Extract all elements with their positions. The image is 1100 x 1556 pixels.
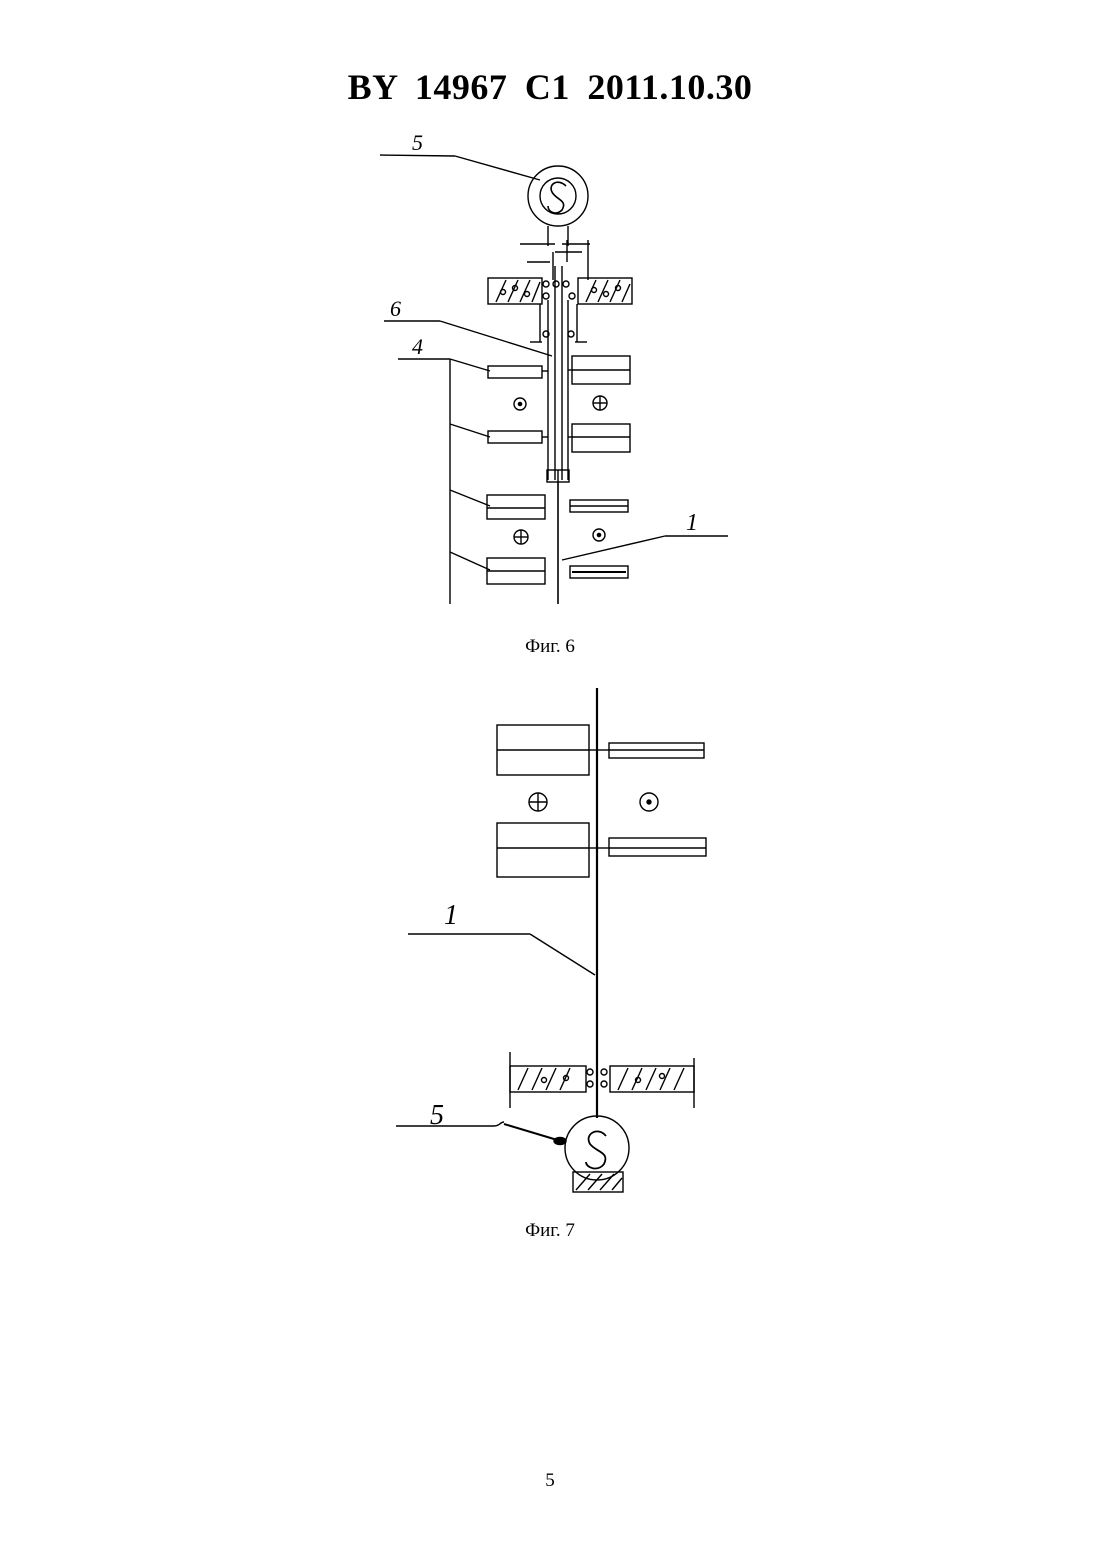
page-number: 5 xyxy=(0,1470,1100,1492)
coil-5-fig7 xyxy=(565,1116,629,1192)
floor-slab-fig7 xyxy=(510,1052,694,1108)
label-1-fig7: 1 xyxy=(444,900,458,931)
figure-7-caption: Фиг. 7 xyxy=(0,1220,1100,1242)
leader-coil-fig7 xyxy=(396,1122,566,1145)
leader-pipe-fig7 xyxy=(408,934,595,975)
label-5-fig7: 5 xyxy=(430,1100,444,1131)
lower-magnets-fig7 xyxy=(497,823,706,877)
upper-magnets-fig7 xyxy=(497,725,704,811)
